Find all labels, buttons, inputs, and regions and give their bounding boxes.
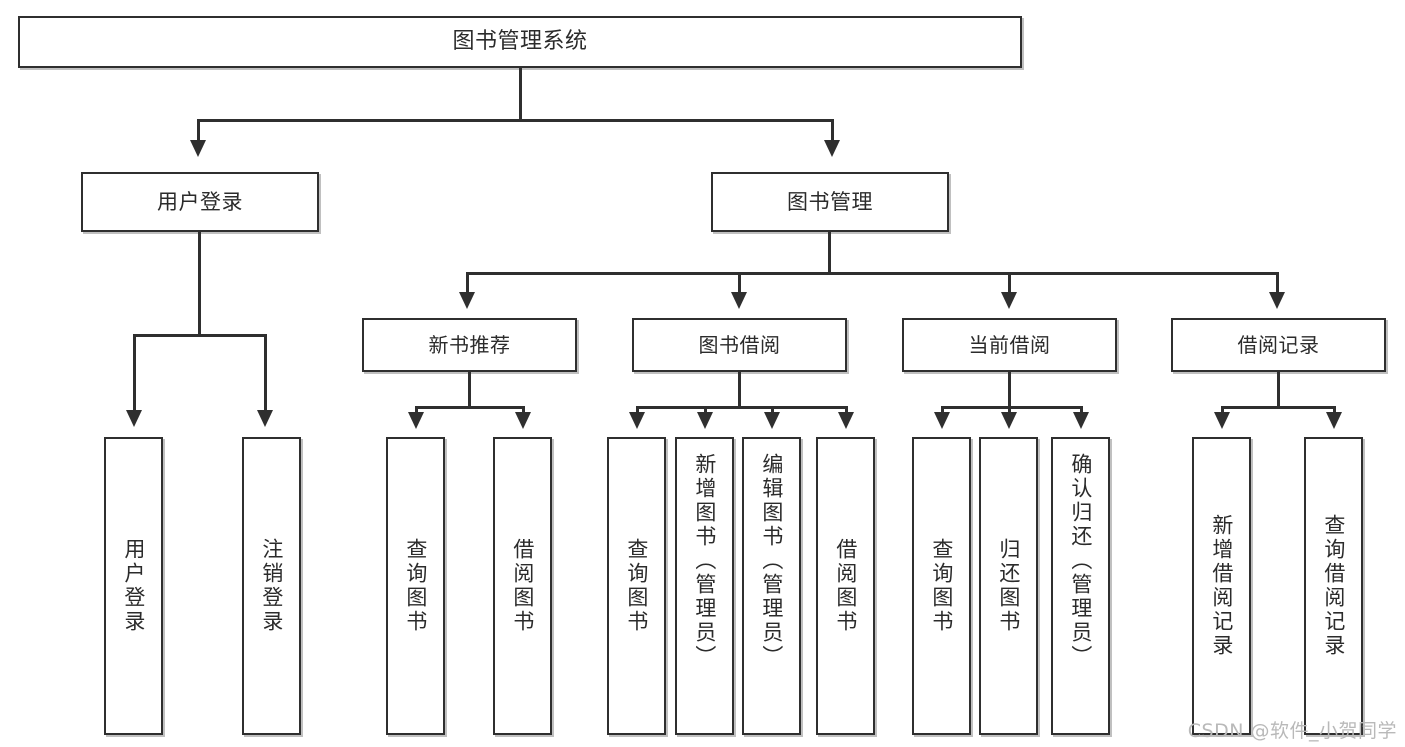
arrow-current-borrow-leaf-3 xyxy=(1073,412,1089,429)
arrow-borrow-record-leaf-1 xyxy=(1214,412,1230,429)
connector-book-borrow-drop-2 xyxy=(704,406,707,414)
node-current-borrow[interactable]: 当前借阅 xyxy=(902,318,1117,372)
arrow-current-borrow-leaf-1 xyxy=(934,412,950,429)
arrow-book-borrow-leaf-2 xyxy=(697,412,713,429)
arrow-book-borrow-leaf-3 xyxy=(764,412,780,429)
connector-book-manage-stem xyxy=(828,232,831,274)
connector-book-manage-drop-4 xyxy=(1276,272,1279,294)
connector-book-borrow-drop-4 xyxy=(845,406,848,414)
connector-book-manage-bar xyxy=(466,272,1279,275)
leaf-new-book-rec-query-book[interactable]: 查询图书 xyxy=(386,437,445,735)
arrow-book-manage-to-current-borrow xyxy=(1001,292,1017,309)
connector-book-manage-drop-2 xyxy=(738,272,741,294)
connector-root-bar xyxy=(197,119,834,122)
connector-current-borrow-drop-3 xyxy=(1080,406,1083,414)
leaf-user-login-user-login[interactable]: 用户登录 xyxy=(104,437,163,735)
leaf-new-book-rec-borrow-book[interactable]: 借阅图书 xyxy=(493,437,552,735)
connector-root-to-book-manage xyxy=(831,119,834,142)
arrow-root-to-user-login xyxy=(190,140,206,157)
arrow-book-manage-to-new-book-rec xyxy=(459,292,475,309)
leaf-label: 编辑图书（管理员） xyxy=(759,453,784,669)
arrow-book-manage-to-book-borrow xyxy=(731,292,747,309)
leaf-current-borrow-confirm-return-admin[interactable]: 确认归还（管理员） xyxy=(1051,437,1110,735)
connector-root-stem xyxy=(519,68,522,121)
node-new-book-recommend[interactable]: 新书推荐 xyxy=(362,318,577,372)
node-user-login-label: 用户登录 xyxy=(157,189,243,214)
arrow-user-login-leaf-2 xyxy=(257,410,273,427)
connector-current-borrow-drop-1 xyxy=(941,406,944,414)
arrow-book-borrow-leaf-1 xyxy=(629,412,645,429)
arrow-user-login-leaf-1 xyxy=(126,410,142,427)
node-borrow-record-label: 借阅记录 xyxy=(1237,332,1320,357)
connector-user-login-stem xyxy=(198,232,201,336)
connector-book-manage-drop-1 xyxy=(466,272,469,294)
leaf-user-login-logout[interactable]: 注销登录 xyxy=(242,437,301,735)
connector-book-borrow-drop-3 xyxy=(771,406,774,414)
leaf-label: 归还图书 xyxy=(996,538,1021,634)
leaf-borrow-record-query-record[interactable]: 查询借阅记录 xyxy=(1304,437,1363,735)
arrow-current-borrow-leaf-2 xyxy=(1001,412,1017,429)
connector-current-borrow-stem xyxy=(1008,372,1011,409)
leaf-book-borrow-add-book-admin[interactable]: 新增图书（管理员） xyxy=(675,437,734,735)
leaf-label: 新增图书（管理员） xyxy=(692,453,717,669)
leaf-label: 查询借阅记录 xyxy=(1321,514,1346,658)
leaf-book-borrow-edit-book-admin[interactable]: 编辑图书（管理员） xyxy=(742,437,801,735)
leaf-book-borrow-borrow-book[interactable]: 借阅图书 xyxy=(816,437,875,735)
node-user-login[interactable]: 用户登录 xyxy=(81,172,319,232)
connector-borrow-record-bar xyxy=(1221,406,1336,409)
connector-user-login-drop-1 xyxy=(133,334,136,412)
leaf-current-borrow-query-book[interactable]: 查询图书 xyxy=(912,437,971,735)
arrow-borrow-record-leaf-2 xyxy=(1326,412,1342,429)
leaf-label: 查询图书 xyxy=(403,538,428,634)
connector-user-login-drop-2 xyxy=(264,334,267,412)
connector-current-borrow-drop-2 xyxy=(1008,406,1011,414)
connector-new-book-rec-bar xyxy=(415,406,525,409)
leaf-label: 借阅图书 xyxy=(833,538,858,634)
node-root-book-management-system[interactable]: 图书管理系统 xyxy=(18,16,1022,68)
arrow-book-borrow-leaf-4 xyxy=(838,412,854,429)
connector-book-borrow-bar xyxy=(636,406,848,409)
leaf-label: 注销登录 xyxy=(259,538,284,634)
connector-new-book-rec-drop-2 xyxy=(522,406,525,414)
connector-new-book-rec-drop-1 xyxy=(415,406,418,414)
connector-root-to-user-login xyxy=(197,119,200,142)
node-root-label: 图书管理系统 xyxy=(452,29,588,55)
node-book-borrow[interactable]: 图书借阅 xyxy=(632,318,847,372)
arrow-root-to-book-manage xyxy=(824,140,840,157)
leaf-borrow-record-add-record[interactable]: 新增借阅记录 xyxy=(1192,437,1251,735)
connector-current-borrow-bar xyxy=(941,406,1083,409)
node-book-borrow-label: 图书借阅 xyxy=(698,332,781,357)
connector-new-book-rec-stem xyxy=(468,372,471,409)
node-book-management-label: 图书管理 xyxy=(787,189,873,214)
arrow-new-book-rec-leaf-1 xyxy=(408,412,424,429)
connector-book-manage-drop-3 xyxy=(1008,272,1011,294)
leaf-label: 用户登录 xyxy=(121,538,146,634)
leaf-current-borrow-return-book[interactable]: 归还图书 xyxy=(979,437,1038,735)
leaf-book-borrow-query-book[interactable]: 查询图书 xyxy=(607,437,666,735)
leaf-label: 借阅图书 xyxy=(510,538,535,634)
connector-borrow-record-drop-1 xyxy=(1221,406,1224,414)
leaf-label: 新增借阅记录 xyxy=(1209,514,1234,658)
leaf-label: 确认归还（管理员） xyxy=(1068,453,1093,669)
node-borrow-record[interactable]: 借阅记录 xyxy=(1171,318,1386,372)
connector-borrow-record-stem xyxy=(1277,372,1280,409)
connector-borrow-record-drop-2 xyxy=(1333,406,1336,414)
node-new-book-recommend-label: 新书推荐 xyxy=(428,332,511,357)
connector-user-login-bar xyxy=(133,334,267,337)
connector-book-borrow-stem xyxy=(738,372,741,409)
arrow-book-manage-to-borrow-record xyxy=(1269,292,1285,309)
node-book-management[interactable]: 图书管理 xyxy=(711,172,949,232)
leaf-label: 查询图书 xyxy=(929,538,954,634)
arrow-new-book-rec-leaf-2 xyxy=(515,412,531,429)
node-current-borrow-label: 当前借阅 xyxy=(968,332,1051,357)
leaf-label: 查询图书 xyxy=(624,538,649,634)
connector-book-borrow-drop-1 xyxy=(636,406,639,414)
